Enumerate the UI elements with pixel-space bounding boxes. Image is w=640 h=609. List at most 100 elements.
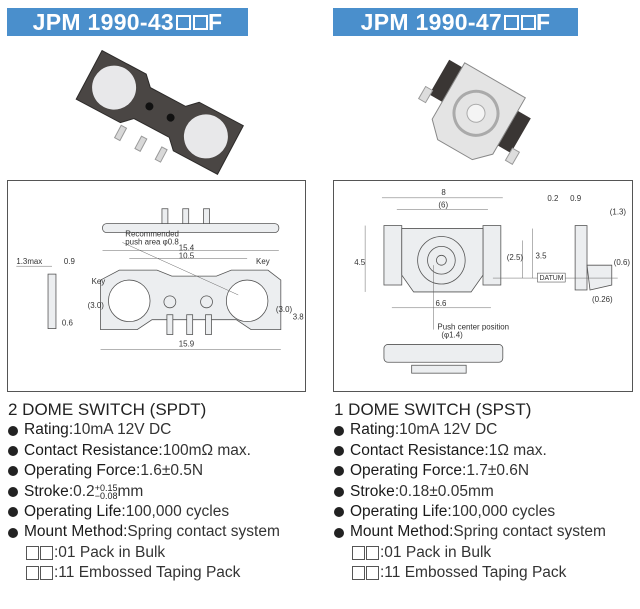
spec-label: Operating Force (24, 462, 136, 480)
pack-option: :01 Pack in Bulk (8, 543, 280, 563)
placeholder-box (176, 14, 192, 30)
bullet-icon (334, 507, 344, 518)
spec-label: Operating Life (24, 503, 122, 521)
spec-value: 10mA 12V DC (399, 421, 498, 439)
tolerance: +0.15−0.08 (94, 482, 118, 501)
push-center-label: Push center position (437, 323, 509, 332)
spec-label: Contact Resistance (24, 441, 159, 459)
dim-label: 4.5 (354, 258, 366, 267)
title-text: JPM 1990-47 (360, 8, 503, 35)
dim-label: 6.6 (435, 299, 447, 308)
spec-operating-force: Operating Force:1.6±0.5N (8, 461, 280, 481)
spec-value: Spring contact system (127, 523, 280, 541)
spec-label: Rating (24, 421, 69, 439)
spec-label: Operating Life (350, 503, 448, 521)
spec-operating-force: Operating Force:1.7±0.6N (334, 461, 606, 481)
bullet-icon (8, 425, 18, 436)
bullet-icon (8, 486, 18, 497)
spec-mount-method: Mount Method :Spring contact system (334, 522, 606, 542)
dim-label: 0.9 (570, 194, 582, 203)
placeholder-box (26, 566, 39, 581)
right-dimension-drawing: 8 (6) 4.5 3.5 (2.5) 6.6 0.2 0.9 (1.3) (0… (333, 180, 633, 392)
left-product-title: JPM 1990-43 F (7, 8, 248, 36)
placeholder-box (366, 566, 379, 581)
dim-label: (0.26) (592, 295, 613, 304)
spec-mount-method: Mount Method :Spring contact system (8, 522, 280, 542)
spec-label: Stroke (24, 482, 69, 500)
spec-value: 0.18±0.05mm (399, 482, 494, 500)
title-text: JPM 1990-43 (32, 8, 175, 35)
pack-text: :11 Embossed Taping Pack (54, 564, 241, 582)
tolerance-minus: −0.08 (94, 490, 118, 501)
dim-label: (0.6) (614, 258, 631, 267)
bullet-icon (8, 527, 18, 538)
placeholder-box (352, 566, 365, 581)
bullet-icon (8, 446, 18, 457)
spec-label: Mount Method (350, 523, 450, 541)
datum-label: DATUM (539, 275, 563, 282)
spec-value: 100,000 cycles (125, 503, 230, 521)
bullet-icon (334, 486, 344, 497)
bullet-icon (8, 507, 18, 518)
spec-label: Operating Force (350, 462, 462, 480)
spec-value: 10mA 12V DC (73, 421, 172, 439)
push-area-label: push area φ0.8 (125, 237, 179, 246)
spec-operating-life: Operating Life:100,000 cycles (334, 502, 606, 522)
dim-label: 0.9 (64, 257, 76, 266)
placeholder-box (26, 546, 39, 561)
dim-label: 10.5 (179, 251, 195, 260)
push-diameter-label: (φ1.4) (441, 331, 463, 340)
spec-value: 100mΩ max. (162, 441, 251, 459)
spec-contact-resistance: Contact Resistance:100mΩ max. (8, 441, 280, 461)
recommended-label: Recommended (125, 229, 179, 238)
placeholder-box (504, 14, 520, 30)
placeholder-box (521, 14, 537, 30)
bullet-icon (334, 466, 344, 477)
placeholder-box (352, 546, 365, 561)
spec-label: Stroke (350, 482, 395, 500)
key-label: Key (92, 277, 106, 286)
left-product-photo (75, 50, 244, 175)
dim-label: 1.3max (16, 257, 42, 266)
pack-option: :11 Embossed Taping Pack (8, 563, 280, 583)
dim-label: 15.9 (179, 339, 195, 348)
dim-label: (2.5) (507, 253, 524, 262)
bullet-icon (334, 527, 344, 538)
dim-label: 0.6 (62, 319, 74, 328)
tolerance-plus: +0.15 (94, 482, 118, 493)
spec-label: Contact Resistance (350, 441, 485, 459)
spec-rating: Rating:10mA 12V DC (334, 420, 606, 440)
right-product-photo (417, 59, 531, 165)
placeholder-box (366, 546, 379, 561)
spec-title: 2 DOME SWITCH (SPDT) (8, 400, 207, 419)
spec-value: 100,000 cycles (451, 503, 556, 521)
title-suffix: F (536, 8, 551, 35)
spec-unit: mm (117, 482, 144, 500)
spec-value: 0.2 (73, 482, 95, 500)
left-dimension-drawing: Recommended push area φ0.8 15.4 10.5 15.… (7, 180, 306, 392)
dim-label: 3.8 (293, 313, 305, 322)
dim-label: (1.3) (610, 208, 627, 217)
spec-value: 1.6±0.5N (140, 462, 204, 480)
dim-label: 3.5 (536, 251, 548, 260)
title-suffix: F (208, 8, 223, 35)
pack-text: :11 Embossed Taping Pack (380, 564, 567, 582)
spec-contact-resistance: Contact Resistance:1Ω max. (334, 441, 606, 461)
spec-rating: Rating:10mA 12V DC (8, 420, 280, 440)
spec-title: 1 DOME SWITCH (SPST) (334, 400, 532, 419)
dim-label: 15.4 (179, 243, 195, 252)
placeholder-box (40, 566, 53, 581)
dim-label: (3.0) (88, 301, 105, 310)
pack-text: :01 Pack in Bulk (380, 543, 492, 561)
dim-label: 8 (441, 188, 446, 197)
right-product-title: JPM 1990-47 F (333, 8, 578, 36)
spec-value: 1Ω max. (488, 441, 547, 459)
dim-label: (6) (438, 201, 448, 210)
right-specifications: 1 DOME SWITCH (SPST) Rating:10mA 12V DC … (334, 400, 606, 584)
spec-stroke: Stroke :0.18±0.05mm (334, 482, 606, 502)
spec-value: 1.7±0.6N (466, 462, 530, 480)
placeholder-box (40, 546, 53, 561)
placeholder-box (193, 14, 209, 30)
spec-operating-life: Operating Life:100,000 cycles (8, 502, 280, 522)
